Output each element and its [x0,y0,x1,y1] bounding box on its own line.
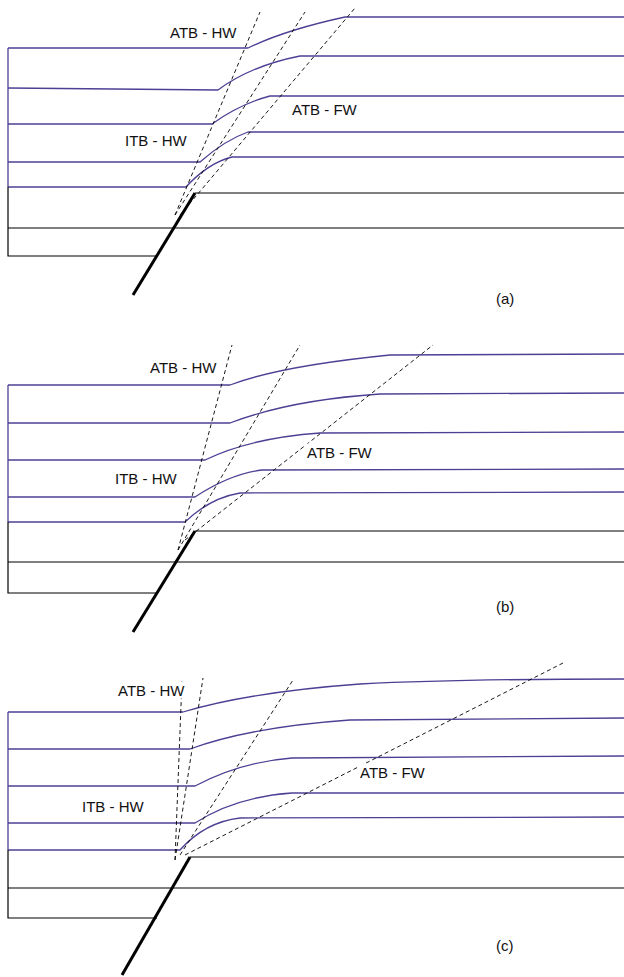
panel-label: (a) [494,290,516,307]
trace-label: ITB - HW [113,470,179,487]
trace-label: ATB - FW [290,101,359,118]
trace-label: ATB - HW [148,359,218,376]
panel-c-drawing [8,662,624,975]
trace-label: ATB - HW [168,24,238,41]
panel-label: (b) [494,598,516,615]
trace-label: ATB - FW [305,444,374,461]
trace-label: ITB - HW [80,798,146,815]
panel-a-drawing [8,8,624,295]
trace-label: ATB - FW [358,764,427,781]
trace-label: ATB - HW [116,682,186,699]
trace-label: ITB - HW [123,132,189,149]
panel-label: (c) [494,937,516,954]
panel-b-drawing [8,345,624,632]
